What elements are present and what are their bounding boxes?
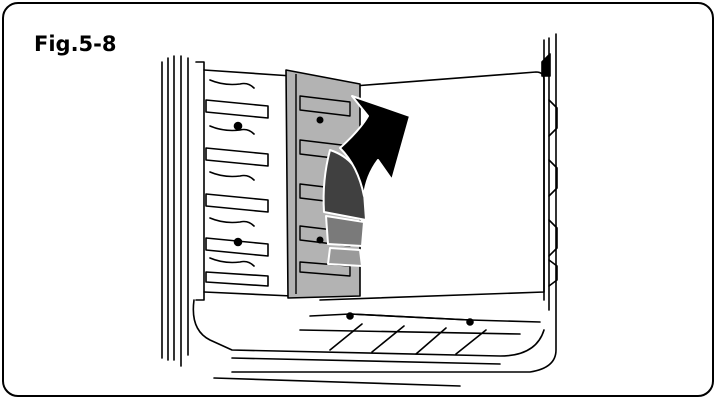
- oven-front-edge: [213, 377, 461, 387]
- oven-floor: [192, 299, 545, 365]
- left-side-rack: [195, 61, 293, 301]
- removal-direction-arrow-icon: [322, 95, 411, 267]
- oven-left-wall: [161, 55, 189, 367]
- hinge-mark: [541, 53, 551, 77]
- oven-right-wall: [231, 33, 558, 373]
- figure-label: Fig.5-8: [34, 32, 117, 56]
